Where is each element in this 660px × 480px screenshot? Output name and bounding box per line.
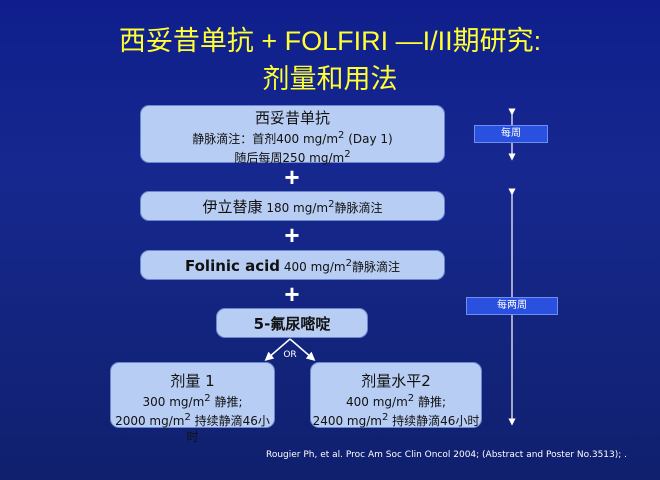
dose-level-2-bolus: 400 mg/m2 静推; [346, 393, 446, 409]
fluorouracil-box: 5-氟尿嘧啶 [216, 308, 368, 338]
irinotecan-name: 伊立替康 [202, 198, 263, 216]
slide-title-line2: 剂量和用法 [262, 64, 398, 94]
cetuximab-weekly-dose: 随后每周250 mg/m2 [234, 149, 351, 165]
irinotecan-box: 伊立替康 180 mg/m2静脉滴注 [140, 191, 445, 221]
cetuximab-loading-dose: 静脉滴注：首剂400 mg/m2 (Day 1) [192, 130, 393, 146]
branch-arrow-left [264, 338, 291, 361]
folinic-acid-name: Folinic acid [184, 257, 281, 275]
folinic-acid-box: Folinic acid 400 mg/m2静脉滴注 [140, 250, 445, 280]
fluorouracil-name: 5-氟尿嘧啶 [253, 315, 331, 333]
dose-level-1-box: 剂量 1 300 mg/m2 静推; 2000 mg/m2 持续静滴46小时 [110, 362, 275, 444]
or-label: OR [283, 350, 296, 360]
weekly-tag: 每周 [474, 125, 548, 143]
dose-level-2-title: 剂量水平2 [361, 372, 431, 390]
dose-level-1-title: 剂量 1 [170, 372, 215, 390]
reference-citation: Rougier Ph, et al. Proc Am Soc Clin Onco… [266, 450, 628, 460]
cetuximab-box: 西妥昔单抗 静脉滴注：首剂400 mg/m2 (Day 1) 随后每周250 m… [140, 105, 445, 165]
cetuximab-name: 西妥昔单抗 [254, 109, 330, 127]
dose-level-1-infusion: 2000 mg/m2 持续静滴46小时 [115, 412, 270, 444]
slide-title-line1: 西妥昔单抗 + FOLFIRI —I/II期研究: [118, 26, 542, 56]
dose-level-2-box: 剂量水平2 400 mg/m2 静推; 2400 mg/m2 持续静滴46小时 [310, 362, 482, 428]
biweekly-tag: 每两周 [466, 297, 558, 315]
plus-sign: + [284, 279, 300, 309]
folinic-acid-dose: 400 mg/m2静脉滴注 [280, 258, 401, 274]
dose-level-1-bolus: 300 mg/m2 静推; [142, 393, 243, 409]
dose-level-2-infusion: 2400 mg/m2 持续静滴46小时 [312, 412, 480, 428]
plus-sign: + [284, 220, 300, 250]
irinotecan-dose: 180 mg/m2静脉滴注 [262, 199, 383, 215]
plus-sign: + [284, 162, 300, 192]
branch-arrow-right [289, 338, 316, 361]
